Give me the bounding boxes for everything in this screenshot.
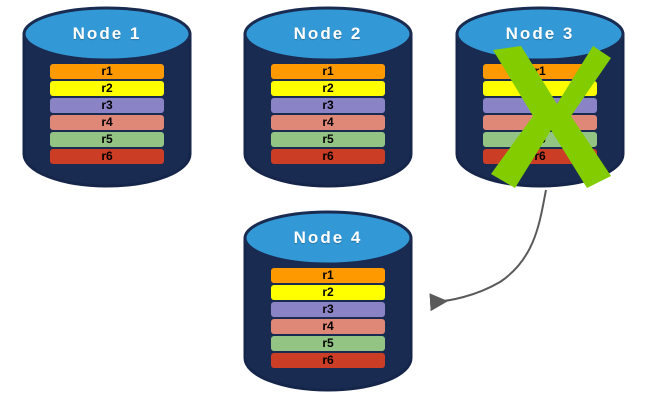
arrow-path (429, 189, 547, 312)
node-1-row-r1[interactable]: r1 (50, 64, 164, 79)
node-3-row-r5[interactable]: r5 (483, 132, 597, 147)
node-2-row-r2[interactable]: r2 (271, 81, 385, 96)
node-3-row-r6[interactable]: r6 (483, 149, 597, 164)
node-3-row-r3[interactable]: r3 (483, 98, 597, 113)
node-3-row-r2[interactable]: r2 (483, 81, 597, 96)
node-2-row-r3[interactable]: r3 (271, 98, 385, 113)
node-1-row-r3[interactable]: r3 (50, 98, 164, 113)
node-3-row-r1[interactable]: r1 (483, 64, 597, 79)
node-1-row-r2[interactable]: r2 (50, 81, 164, 96)
node-2-row-r1[interactable]: r1 (271, 64, 385, 79)
node-1-rows: r1 r2 r3 r4 r5 r6 (50, 64, 164, 164)
node-3-row-r4[interactable]: r4 (483, 115, 597, 130)
node-1-row-r6[interactable]: r6 (50, 149, 164, 164)
node-4-row-r4[interactable]: r4 (271, 319, 385, 334)
node-4-row-r3[interactable]: r3 (271, 302, 385, 317)
node-1-cylinder[interactable]: Node 1 r1 r2 r3 r4 r5 r6 (22, 6, 192, 188)
node-4-row-r2[interactable]: r2 (271, 285, 385, 300)
node-1-row-r5[interactable]: r5 (50, 132, 164, 147)
node-4-cylinder[interactable]: Node 4 r1 r2 r3 r4 r5 r6 (243, 210, 413, 392)
node-4-row-r6[interactable]: r6 (271, 353, 385, 368)
node-4-row-r1[interactable]: r1 (271, 268, 385, 283)
node-2-row-r4[interactable]: r4 (271, 115, 385, 130)
node-2-row-r5[interactable]: r5 (271, 132, 385, 147)
node-1-row-r4[interactable]: r4 (50, 115, 164, 130)
node-4-row-r5[interactable]: r5 (271, 336, 385, 351)
node-3-rows: r1 r2 r3 r4 r5 r6 (483, 64, 597, 164)
node-3-cylinder[interactable]: Node 3 r1 r2 r3 r4 r5 r6 (455, 6, 625, 188)
node-2-cylinder[interactable]: Node 2 r1 r2 r3 r4 r5 r6 (243, 6, 413, 188)
node-2-row-r6[interactable]: r6 (271, 149, 385, 164)
node-4-rows: r1 r2 r3 r4 r5 r6 (271, 268, 385, 368)
node-2-rows: r1 r2 r3 r4 r5 r6 (271, 64, 385, 164)
